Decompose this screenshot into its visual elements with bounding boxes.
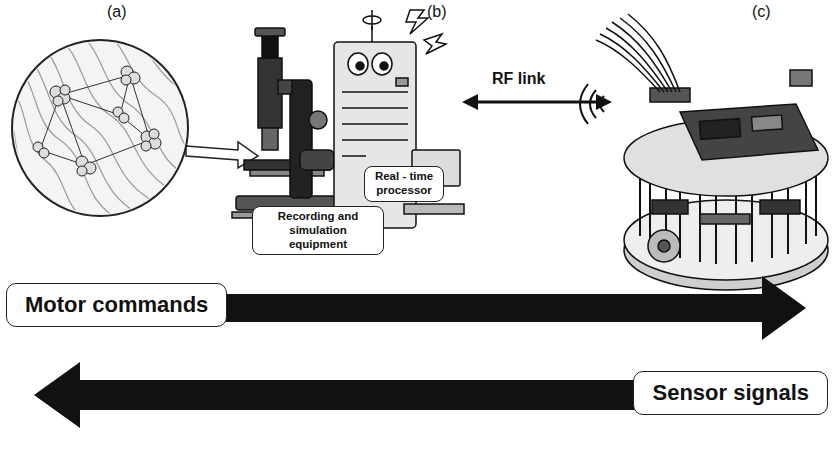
link-label: RF link [492,70,545,88]
processor-label-box: Real - time processor [364,166,444,202]
culture-dish-part-part [149,129,159,139]
computer-part [342,155,366,157]
culture-dish-part-part [119,113,129,123]
culture-dish-part-part [5,110,70,225]
robot-part-part [639,170,641,236]
computer-part [371,10,373,30]
computer-part [380,62,388,70]
culture-dish-part-part [60,85,70,95]
computer-part [342,107,408,109]
robot [580,14,828,290]
robot-part-part [620,18,676,92]
culture-dish-part [40,75,150,165]
computer-part [406,10,428,34]
culture-dish-part [12,40,188,216]
computer-part [342,139,408,141]
culture-dish-part [33,66,161,176]
culture-dish [5,30,205,225]
microscope-part [262,128,278,150]
robot-part-part [590,90,596,118]
culture-dish-part [5,30,205,225]
culture-dish-part-part [53,96,63,106]
microscope-part [300,150,334,170]
culture-dish-part-part [141,141,151,151]
culture-dish-part-part [10,60,120,220]
computer-part [342,91,408,93]
robot-part [680,104,818,160]
panel-label: (a) [107,3,127,21]
culture-dish-part-part [121,75,131,85]
computer-part [404,204,464,214]
culture-dish-part-part [35,40,160,205]
culture-dish-part-part [55,35,180,195]
culture-dish-part-part [39,148,49,158]
robot-part-part [612,22,672,92]
rf-link-arrow-part [462,94,478,110]
box-text: Motor commands [25,292,208,318]
computer-part [372,53,392,75]
culture-dish-part-part [150,40,195,75]
culture-dish-part-part [75,30,195,180]
culture-dish-part-part [125,35,205,135]
computer-part [356,62,364,70]
robot-part-part [715,192,717,264]
signal-label-box: Sensor signals [633,371,828,415]
robot-part-part [580,84,588,124]
robot-part [700,214,750,224]
microscope-part [250,170,324,176]
robot-part [658,240,670,252]
robot-part-part [649,175,651,244]
microscope-part [290,80,312,198]
robot-part [624,200,828,280]
microscope-part [255,28,285,36]
robot-part [652,200,688,214]
microscope-part [278,80,292,94]
computer-part [348,53,368,75]
box-text: Sensor signals [652,380,809,406]
culture-dish-part-part [20,50,140,215]
culture-dish-part-part [40,75,130,165]
panel-label: (c) [752,3,771,21]
equipment-label-box: Recording and simulation equipment [252,206,384,255]
robot-part [699,119,740,140]
computer-part [396,78,408,86]
box-text: Real - time processor [370,170,438,198]
panel-label: (b) [427,3,447,21]
robot-part-part [699,190,701,262]
microscope-part [309,111,327,129]
culture-dish-part-part [100,30,200,160]
robot-part [790,70,812,86]
robot-part-part [787,182,789,254]
robot-part-part [751,190,753,262]
robot-part-part [771,186,773,258]
computer-part [342,123,408,125]
robot-part [752,115,783,131]
robot-part-part [815,168,817,236]
robot-part-part [628,14,680,92]
robot-part [648,230,680,262]
robot-part [580,84,604,124]
robot-part-part [600,96,604,112]
computer [334,10,464,228]
culture-dish-part-part [77,166,87,176]
robot-part [596,14,680,92]
robot-part [760,200,800,214]
robot-part-part [735,192,737,264]
robot-part [650,88,690,102]
signal-label-box: Motor commands [6,283,227,327]
microscope-part [262,34,278,58]
culture-dish-part-part [60,75,150,165]
robot-part-part [805,174,807,244]
box-text: Recording and simulation equipment [259,210,377,251]
computer-part [424,34,446,54]
